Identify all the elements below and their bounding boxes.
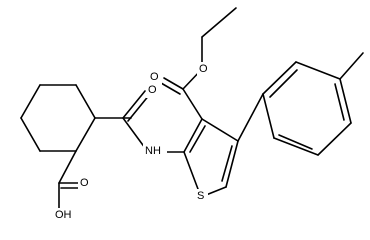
bond-tolyl-inner-1	[269, 69, 298, 98]
bond-tolyl-1	[262, 61, 297, 95]
carboxylic-acid-group	[58, 150, 82, 216]
mask-o-ester-link	[197, 62, 210, 77]
atom-o-amide: O	[148, 84, 157, 96]
mask-oh-acid	[53, 208, 77, 223]
bond-thiophene-c2-c3	[183, 118, 203, 153]
atom-o-acid: O	[80, 177, 89, 189]
bond-cyclohexane-6	[20, 84, 41, 119]
bond-tolyl-inner-2	[334, 83, 345, 121]
mask-o-ester	[148, 70, 162, 85]
bond-ring-to-acid-carbon	[58, 150, 77, 184]
bond-tolyl-6	[262, 93, 275, 139]
bond-thiophene-c3-c4	[201, 118, 239, 142]
bond-ester-c-o-double-b	[160, 82, 181, 95]
bond-tolyl-4	[317, 122, 352, 156]
bond-ester-c-o-double-a	[163, 77, 184, 90]
mask-s	[195, 189, 208, 204]
atom-s-thiophene: S	[197, 190, 204, 202]
bond-thiophene-c4-c5	[225, 140, 239, 188]
amide-group	[94, 90, 151, 153]
atom-o-ester-link: O	[199, 63, 208, 75]
bond-thiophene-to-tolyl	[237, 93, 264, 142]
bond-cyclohexane-3	[75, 117, 96, 152]
bond-cyclohexane-2	[75, 84, 96, 119]
bond-thiophene-to-ester-carbon	[182, 88, 203, 120]
bond-ester-ethyl	[201, 7, 237, 38]
bond-tolyl-inner-3	[278, 134, 313, 150]
bond-tolyl-3	[339, 78, 352, 124]
atom-oh-acid: OH	[55, 209, 72, 221]
mask-o-acid	[78, 176, 91, 191]
chemical-structure-diagram: O O O NH O OH S	[20, 7, 364, 223]
molecule-svg: O O O NH O OH S	[20, 7, 364, 223]
bond-amide-c-o-double-a	[122, 90, 146, 119]
bond-cyclohexane-5	[20, 117, 41, 152]
mask-o-amide	[146, 83, 159, 98]
cyclohexane-ring	[20, 84, 96, 152]
bond-thiophene-c2-c3-inner	[189, 125, 206, 153]
bond-tolyl-5	[273, 137, 319, 156]
atom-o-carbonyl-ester: O	[150, 71, 159, 83]
tolyl-ring	[237, 52, 364, 156]
bond-thiophene-c4-c5-inner	[221, 145, 233, 182]
mask-nh	[143, 144, 167, 159]
atom-nh-amide: NH	[145, 145, 161, 157]
bond-amide-c-o-double-b	[127, 93, 151, 122]
bond-tolyl-methyl	[339, 52, 364, 80]
bond-tolyl-2	[295, 61, 341, 80]
